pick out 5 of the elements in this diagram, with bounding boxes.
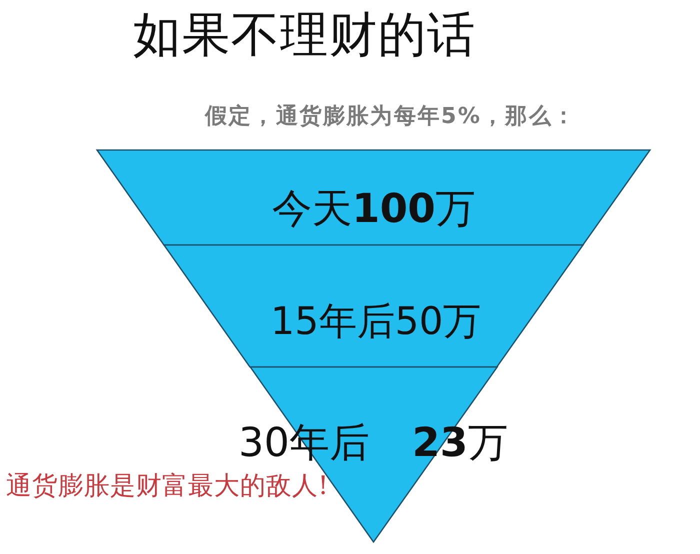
subtitle: 假定，通货膨胀为每年5%，那么： — [205, 104, 576, 130]
band-label: 今天100万 — [272, 187, 476, 231]
title: 如果不理财的话 — [133, 8, 476, 64]
band-label: 15年后50万 — [270, 301, 482, 343]
note-text: 通货膨胀是财富最大的敌人! — [6, 472, 328, 502]
